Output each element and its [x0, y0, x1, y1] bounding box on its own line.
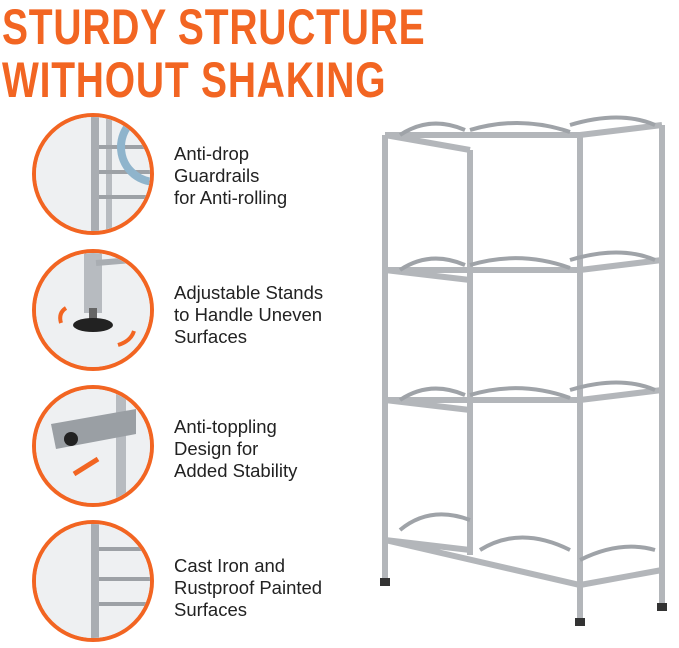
headline-line-1: STURDY STRUCTURE	[2, 0, 426, 55]
adjustable-foot-closeup-icon	[32, 249, 154, 371]
feature-cast-iron: Cast Iron and Rustproof Painted Surfaces	[174, 555, 322, 621]
frame-closeup-icon	[32, 520, 154, 642]
feature-text: Guardrails	[174, 165, 260, 186]
feature-text: Design for	[174, 438, 259, 459]
feature-text: Adjustable Stands	[174, 282, 324, 303]
anti-topple-strap-closeup-icon	[32, 385, 154, 507]
feature-text: for Anti-rolling	[174, 187, 288, 208]
feature-adjustable-stands: Adjustable Stands to Handle Uneven Surfa…	[174, 282, 323, 348]
feature-text: Surfaces	[174, 326, 248, 347]
rack-product-image	[380, 115, 667, 626]
feature-text: Rustproof Painted	[174, 577, 323, 598]
feature-text: Added Stability	[174, 460, 298, 481]
feature-text: Cast Iron and	[174, 555, 286, 576]
feature-text: Anti-toppling	[174, 416, 277, 437]
feature-text: Surfaces	[174, 599, 248, 620]
headline-line-2: WITHOUT SHAKING	[2, 52, 387, 108]
guardrail-closeup-icon	[32, 113, 154, 235]
feature-anti-toppling: Anti-toppling Design for Added Stability	[174, 416, 297, 482]
feature-text: to Handle Uneven	[174, 304, 323, 325]
feature-text: Anti-drop	[174, 143, 250, 164]
feature-guardrails: Anti-drop Guardrails for Anti-rolling	[174, 143, 287, 209]
